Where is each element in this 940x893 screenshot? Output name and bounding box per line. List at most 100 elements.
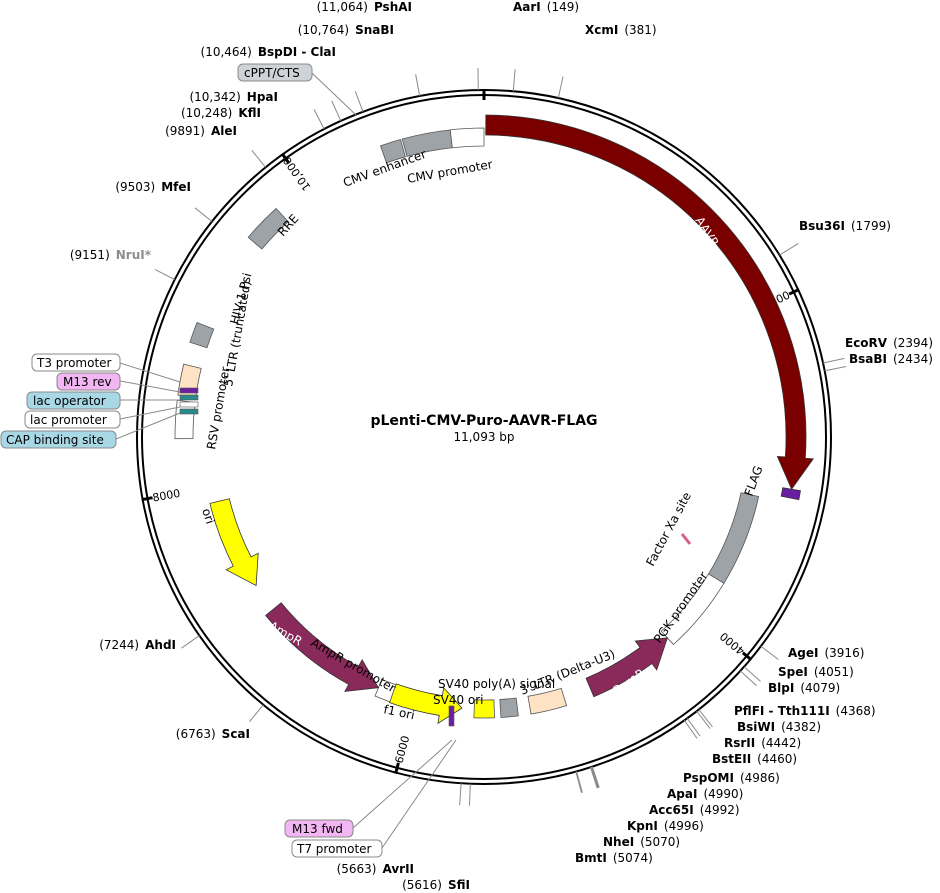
site-leader-lines: [154, 68, 847, 806]
leader-sfii: [468, 783, 471, 806]
factor-xa-site-mark: [680, 533, 692, 545]
leader-xcmi: [557, 76, 564, 99]
site-alei: (9891)AleI: [165, 124, 237, 138]
svg-text:M13 fwd: M13 fwd: [292, 822, 343, 836]
tick-2000: [788, 288, 800, 296]
site-apai: ApaI(4990): [667, 787, 743, 801]
site-agei: AgeI(3916): [788, 646, 864, 660]
tick-6000: [394, 762, 400, 774]
site-spei: SpeI(4051): [778, 665, 854, 679]
site-pflfi-tth111i: PflFI - Tth111I(4368): [734, 704, 876, 718]
site-mfei: (9503)MfeI: [115, 180, 191, 194]
boxed-label-t7-promoter: T7 promoter: [291, 839, 383, 858]
site-nhei: NheI(5070): [603, 835, 680, 849]
leader-kfli: [313, 109, 325, 130]
site-bmti: BmtI(5074): [575, 851, 653, 865]
site-ecorv: EcoRV(2394): [845, 336, 933, 350]
tick-label-10000: 10,000: [281, 154, 314, 193]
site-bspdi-clai: (10,464)BspDI - ClaI: [201, 45, 336, 59]
site-aari: AarI(149): [513, 0, 579, 14]
tick-label-6000: 6000: [393, 734, 413, 764]
feature-aavr: [485, 114, 815, 491]
leader-snabi: [415, 74, 421, 97]
svg-text:lac promoter: lac promoter: [30, 413, 107, 427]
svg-text:CAP binding site: CAP binding site: [6, 433, 104, 447]
feature-ampr-promoter: [374, 678, 397, 703]
site-scai: (6763)ScaI: [176, 727, 250, 741]
leader-spei: [743, 666, 761, 682]
leader-avrii: [459, 783, 462, 806]
label-sv40-polya: SV40 poly(A) signal: [438, 677, 555, 691]
site-hpai: (10,342)HpaI: [189, 90, 278, 104]
m13-fwd-mark: [448, 705, 455, 727]
feature-hiv-1-psi: [189, 321, 215, 349]
leader-ecorv: [822, 357, 845, 364]
leader-hpai: [331, 100, 342, 122]
svg-text:T3 promoter: T3 promoter: [36, 356, 112, 370]
boxed-label-t3-promoter: T3 promoter: [31, 353, 121, 372]
leader-ahdi: [181, 635, 200, 649]
leader-pflfi-tth111i: [698, 709, 713, 728]
feature-flag: [780, 487, 801, 501]
site-kpni: KpnI(4996): [627, 819, 704, 833]
boxed-label-lac-operator: lac operator: [26, 391, 121, 410]
label-ori: ori: [199, 507, 217, 526]
site-sfii: (5616)SfiI: [402, 878, 470, 892]
boxed-label-m13-rev: M13 rev: [56, 372, 121, 391]
site-avrii: (5663)AvrII: [337, 862, 414, 876]
leader-acc65i: [590, 766, 599, 789]
site-bsabi: BsaBI(2434): [849, 352, 933, 366]
leader-alei: [251, 149, 266, 168]
feature-ampr: [265, 602, 380, 692]
tick-label-8000: 8000: [151, 487, 181, 505]
leader-agei: [760, 645, 779, 660]
tick-8000: [141, 496, 153, 502]
leader-pspomi: [591, 766, 600, 788]
features-layer: [174, 114, 815, 727]
leader-bspdi-clai: [354, 90, 364, 112]
site-nrui: (9151)NruI*: [70, 248, 152, 262]
site-acc65i: Acc65I(4992): [649, 803, 740, 817]
leader-scai: [249, 704, 264, 723]
svg-text:M13 rev: M13 rev: [63, 375, 112, 389]
svg-text:cPPT/CTS: cPPT/CTS: [244, 66, 300, 80]
feature-sv40-ori: [473, 699, 495, 719]
feature-pgk-promoter: [660, 573, 725, 646]
leader-bmti: [575, 771, 583, 793]
leader-nhei: [576, 771, 583, 793]
site-ahdi: (7244)AhdI: [99, 638, 176, 652]
tick-10000: [280, 152, 290, 164]
feature-cppt-cts: [379, 138, 406, 164]
cap-binding-site-mark: [179, 408, 199, 415]
leader-bsiwi: [696, 710, 711, 729]
factor-xa-site-label: Factor Xa site: [643, 490, 694, 569]
site-pspomi: PspOMI(4986): [683, 771, 780, 785]
site-bsu36i: Bsu36I(1799): [799, 219, 891, 233]
label-flag: FLAG: [742, 464, 766, 498]
svg-text:T7 promoter: T7 promoter: [296, 842, 372, 856]
leader-bsabi: [824, 366, 847, 372]
lac-operator-mark: [179, 394, 199, 401]
restriction-site-labels: (11,064)PshAI AarI(149) XcmI(381) (10,76…: [70, 0, 933, 892]
site-pshai: (11,064)PshAI: [317, 0, 412, 14]
feature-sv40-poly-a-signal: [499, 697, 519, 718]
boxed-label-cppt-cts: cPPT/CTS: [237, 63, 313, 82]
boxed-label-lac-promoter: lac promoter: [24, 410, 121, 429]
feature-puror: [585, 637, 668, 698]
site-bsteii: BstEII(4460): [712, 752, 797, 766]
tick-4000: [741, 651, 753, 661]
leader-blpi: [740, 670, 757, 687]
leader-kpni: [589, 767, 598, 789]
leader-bsteii: [683, 720, 698, 739]
site-xcmi: XcmI(381): [585, 23, 657, 37]
boxed-label-m13-fwd: M13 fwd: [284, 819, 354, 838]
site-rsrii: RsrII(4442): [724, 736, 801, 750]
feature-3-ltr-delta-u3: [527, 687, 568, 715]
site-kfli: (10,248)KflI: [181, 106, 261, 120]
leader-nrui: [154, 269, 175, 281]
leader-mfei: [194, 207, 213, 222]
plasmid-length: 11,093 bp: [453, 430, 514, 444]
tick-label-4000: 4000: [718, 629, 748, 657]
plasmid-title: pLenti-CMV-Puro-AAVR-FLAG: [370, 413, 597, 429]
